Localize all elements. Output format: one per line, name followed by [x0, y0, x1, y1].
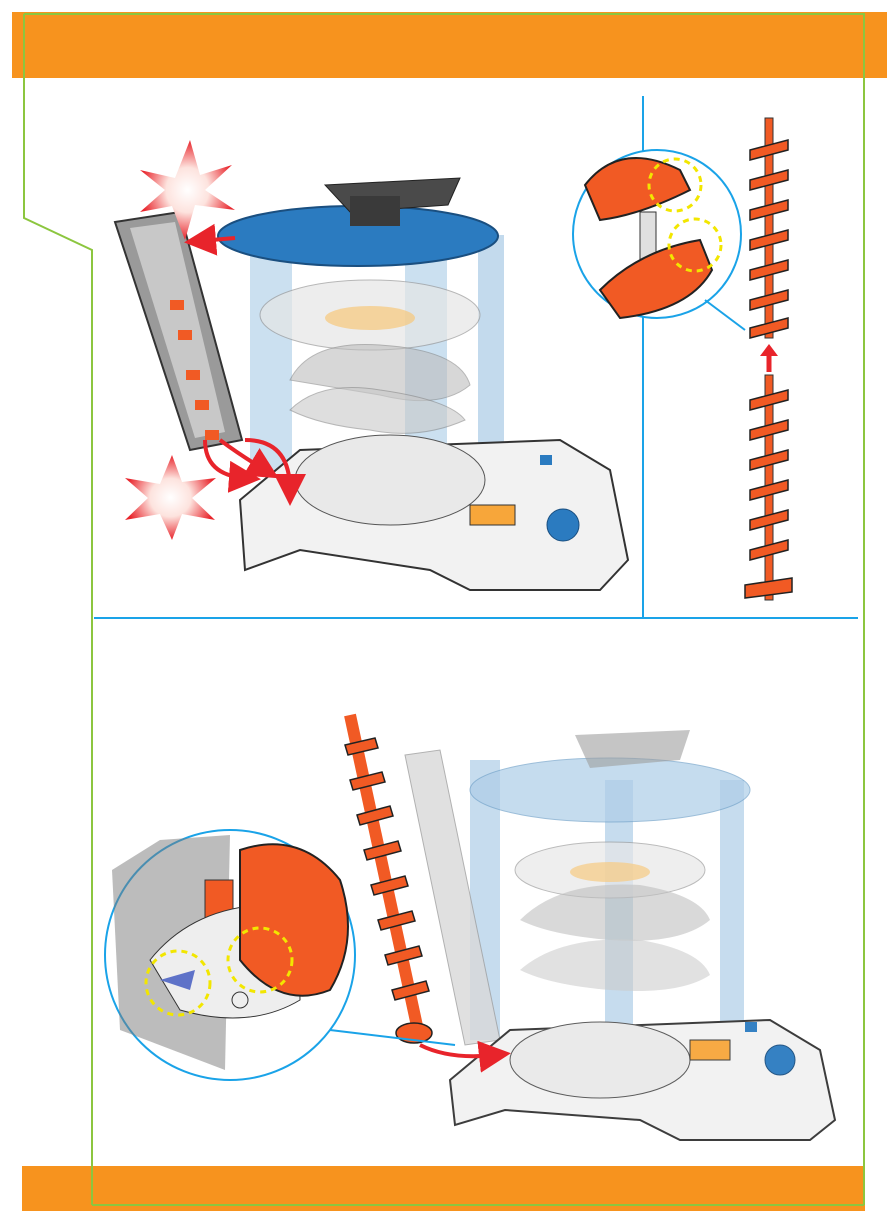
header-band-fill	[12, 12, 887, 78]
tower-assembly-top	[218, 178, 628, 590]
join-arrow	[760, 344, 778, 372]
auger-screw-upper	[750, 118, 788, 338]
auger-screw-lower	[745, 375, 792, 600]
tower-assembly-bottom	[405, 730, 835, 1140]
join-detail-magnifier	[573, 150, 745, 330]
snap-burst-bottom	[125, 455, 216, 540]
side-rail	[115, 212, 242, 450]
